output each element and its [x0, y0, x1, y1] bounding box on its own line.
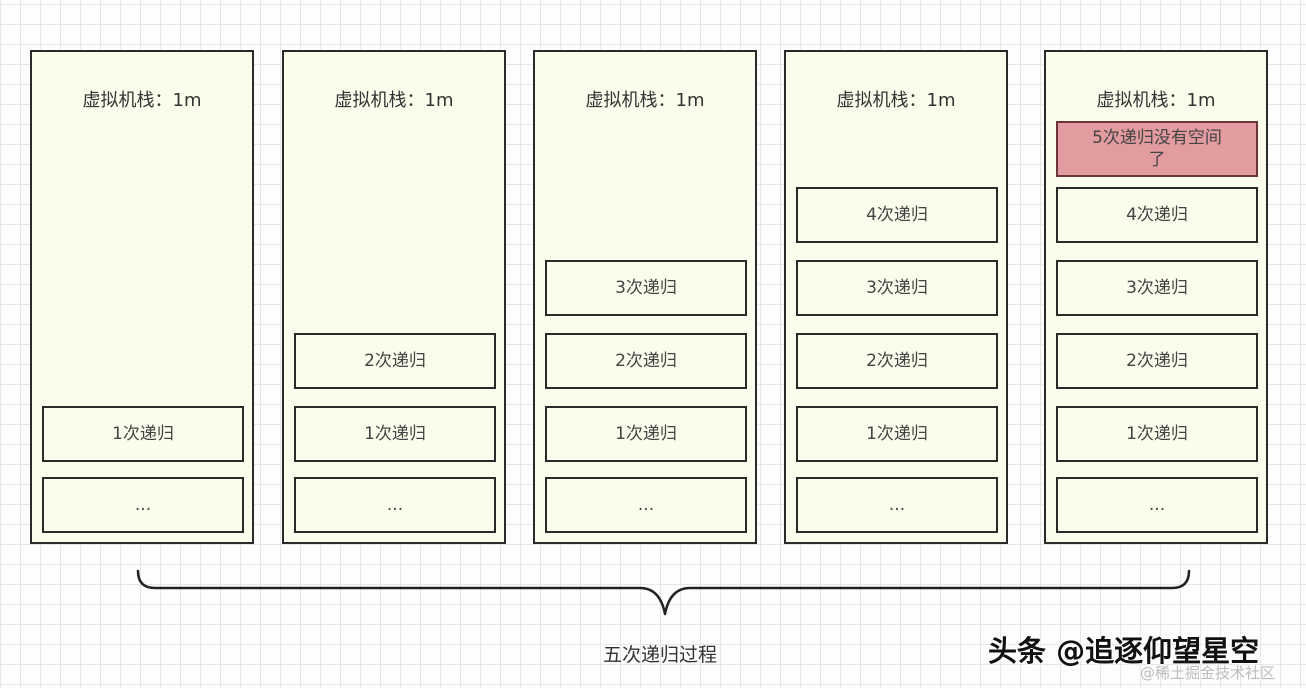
watermark-main: 头条 @追逐仰望星空: [988, 634, 1260, 668]
frame-recursion-1: 1次递归: [1056, 406, 1258, 462]
stack-title: 虚拟机栈：1m: [585, 90, 705, 111]
frame-recursion-1: 1次递归: [545, 406, 747, 462]
diagram-caption: 五次递归过程: [602, 644, 717, 666]
frame-ellipsis: ...: [42, 477, 244, 533]
frame-recursion-4: 4次递归: [796, 187, 998, 243]
frame-recursion-3: 3次递归: [1056, 260, 1258, 316]
frame-ellipsis: ...: [294, 477, 496, 533]
stack-title: 虚拟机栈：1m: [82, 90, 202, 111]
watermark-sub: @稀土掘金技术社区: [1140, 664, 1276, 682]
stack-title: 虚拟机栈：1m: [1096, 90, 1216, 111]
stack-column-2: 虚拟机栈：1m 2次递归 1次递归 ...: [282, 50, 506, 544]
frame-ellipsis: ...: [796, 477, 998, 533]
stack-column-1: 虚拟机栈：1m 1次递归 ...: [30, 50, 254, 544]
frame-recursion-4: 4次递归: [1056, 187, 1258, 243]
frame-ellipsis: ...: [545, 477, 747, 533]
frame-recursion-3: 3次递归: [796, 260, 998, 316]
frame-recursion-2: 2次递归: [1056, 333, 1258, 389]
stack-title: 虚拟机栈：1m: [836, 90, 956, 111]
frame-recursion-5-overflow: 5次递归没有空间了: [1056, 121, 1258, 177]
stack-column-5: 虚拟机栈：1m 5次递归没有空间了 4次递归 3次递归 2次递归 1次递归 ..…: [1044, 50, 1268, 544]
frame-recursion-2: 2次递归: [545, 333, 747, 389]
frame-recursion-3: 3次递归: [545, 260, 747, 316]
curly-brace: [136, 569, 1191, 616]
frame-ellipsis: ...: [1056, 477, 1258, 533]
frame-recursion-2: 2次递归: [294, 333, 496, 389]
frame-recursion-1: 1次递归: [796, 406, 998, 462]
frame-recursion-1: 1次递归: [294, 406, 496, 462]
stack-column-4: 虚拟机栈：1m 4次递归 3次递归 2次递归 1次递归 ...: [784, 50, 1008, 544]
frame-recursion-2: 2次递归: [796, 333, 998, 389]
stack-title: 虚拟机栈：1m: [334, 90, 454, 111]
stack-column-3: 虚拟机栈：1m 3次递归 2次递归 1次递归 ...: [533, 50, 757, 544]
frame-recursion-1: 1次递归: [42, 406, 244, 462]
